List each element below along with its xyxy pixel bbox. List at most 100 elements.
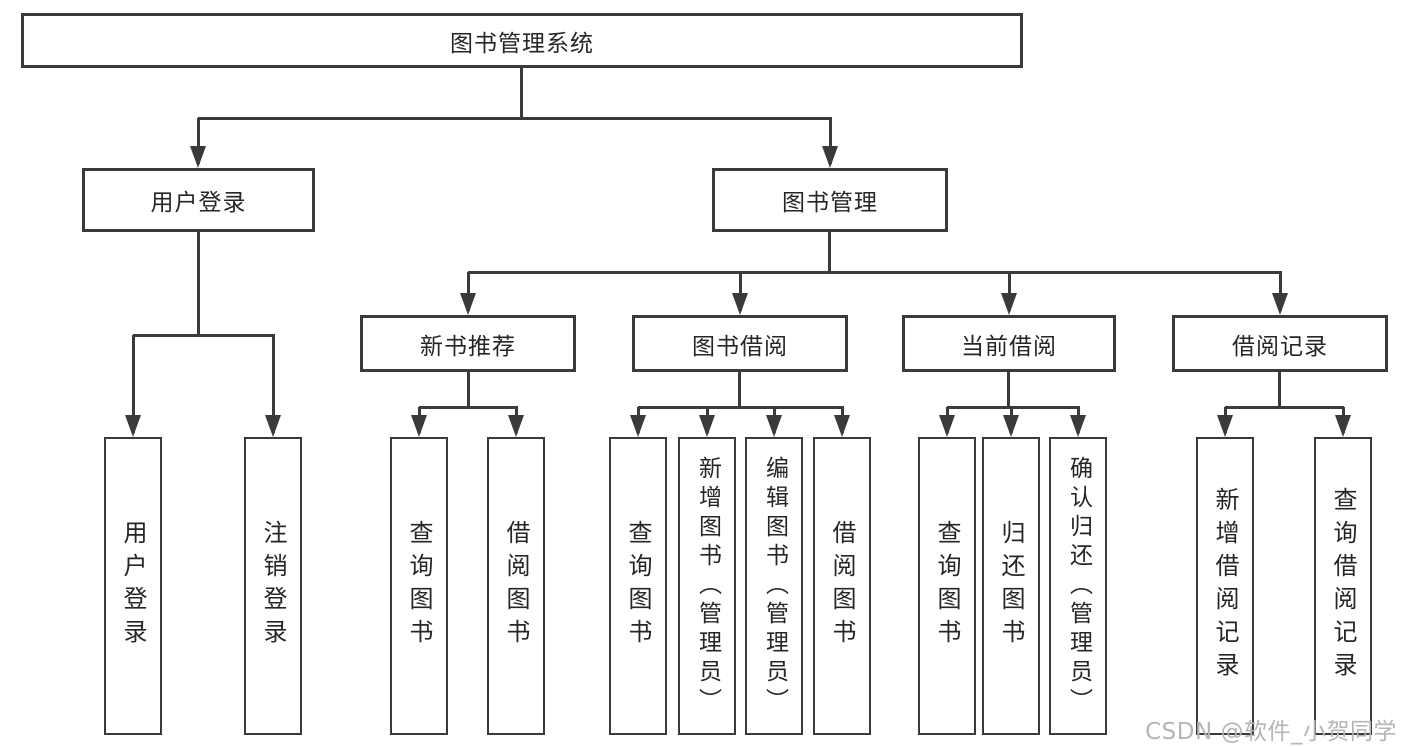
arrow-down-icon <box>630 415 646 437</box>
connector-arrow-query-books-2 <box>630 407 646 437</box>
leaf-edit-books-admin: 编辑图书（管理员） <box>745 437 803 735</box>
arrow-down-icon <box>265 415 281 437</box>
connector-arrow-borrowing-records <box>1272 272 1288 315</box>
leaf-borrow-books-borrowing: 借阅图书 <box>813 437 871 735</box>
arrow-down-icon <box>1001 293 1017 315</box>
node-label: 新书推荐 <box>420 333 516 360</box>
node-label: 用户登录 <box>119 520 147 652</box>
connector-user-login-rail <box>133 334 275 337</box>
connector-arrow-query-books-1 <box>411 407 427 437</box>
connector-book-borrowing-stub <box>738 372 741 407</box>
connector-root-rail <box>198 117 832 120</box>
watermark: CSDN @软件_小贺同学 <box>1145 719 1397 745</box>
connector-shaft <box>466 272 470 311</box>
leaf-return-books: 归还图书 <box>982 437 1040 735</box>
connector-shaft <box>1278 272 1282 311</box>
connector-arrow-new-book-recommendation <box>460 272 476 315</box>
node-label: 用户登录 <box>150 190 247 216</box>
connector-new-book-rail <box>419 406 518 409</box>
node-label: 当前借阅 <box>961 333 1057 360</box>
connector-shaft <box>828 118 832 164</box>
connector-book-borrowing-rail <box>638 406 844 409</box>
connector-arrow-edit-books <box>766 407 782 437</box>
connector-new-book-stub <box>467 372 470 407</box>
node-current-borrowing: 当前借阅 <box>902 315 1116 372</box>
node-label: 查询借阅记录 <box>1329 487 1357 685</box>
node-label: 归还图书 <box>997 520 1025 652</box>
arrow-down-icon <box>411 415 427 437</box>
connector-user-login-stub <box>197 232 200 335</box>
connector-shaft <box>131 335 135 433</box>
connector-arrow-query-borrow-record <box>1335 407 1351 437</box>
leaf-query-borrow-record: 查询借阅记录 <box>1314 437 1372 735</box>
arrow-down-icon <box>508 415 524 437</box>
arrow-down-icon <box>939 415 955 437</box>
connector-arrow-book-management <box>822 118 838 168</box>
leaf-query-books-borrowing: 查询图书 <box>609 437 667 735</box>
node-label: 编辑图书（管理员） <box>761 455 788 717</box>
connector-book-management-rail <box>468 271 1282 274</box>
connector-arrow-confirm-return <box>1070 407 1086 437</box>
arrow-down-icon <box>834 415 850 437</box>
connector-arrow-logout-leaf <box>265 335 281 437</box>
node-user-login: 用户登录 <box>82 168 315 232</box>
node-label: 借阅记录 <box>1232 333 1328 360</box>
node-library-management-system: 图书管理系统 <box>21 13 1023 68</box>
leaf-add-borrow-record: 新增借阅记录 <box>1196 437 1254 735</box>
arrow-down-icon <box>1272 293 1288 315</box>
arrow-down-icon <box>699 415 715 437</box>
node-label: 新增借阅记录 <box>1211 487 1239 685</box>
connector-arrow-current-borrowing <box>1001 272 1017 315</box>
connector-borrowing-records-stub <box>1278 372 1281 407</box>
leaf-confirm-return-admin: 确认归还（管理员） <box>1049 437 1107 735</box>
connector-shaft <box>271 335 275 433</box>
arrow-down-icon <box>732 293 748 315</box>
connector-shaft <box>196 118 200 164</box>
connector-arrow-add-books <box>699 407 715 437</box>
node-label: 图书借阅 <box>692 333 788 360</box>
node-label: 借阅图书 <box>828 520 856 652</box>
node-label: 查询图书 <box>405 520 433 652</box>
connector-arrow-user-login <box>190 118 206 168</box>
node-borrowing-records: 借阅记录 <box>1172 315 1388 372</box>
connector-arrow-borrow-books-2 <box>834 407 850 437</box>
connector-arrow-add-borrow-record <box>1217 407 1233 437</box>
node-label: 查询图书 <box>624 520 652 652</box>
node-book-borrowing: 图书借阅 <box>632 315 848 372</box>
node-label: 借阅图书 <box>502 520 530 652</box>
node-label: 注销登录 <box>259 520 287 652</box>
node-book-management: 图书管理 <box>712 168 948 232</box>
connector-arrow-return-books <box>1003 407 1019 437</box>
arrow-down-icon <box>190 146 206 168</box>
connector-arrow-borrow-books-1 <box>508 407 524 437</box>
connector-arrow-book-borrowing <box>732 272 748 315</box>
leaf-borrow-books-recommend: 借阅图书 <box>487 437 545 735</box>
leaf-query-books-current: 查询图书 <box>918 437 976 735</box>
arrow-down-icon <box>1335 415 1351 437</box>
node-label: 查询图书 <box>933 520 961 652</box>
connector-book-management-stub <box>828 232 831 272</box>
arrow-down-icon <box>1217 415 1233 437</box>
leaf-user-login: 用户登录 <box>104 437 162 735</box>
connector-current-borrowing-stub <box>1007 372 1010 407</box>
connector-current-borrowing-rail <box>947 406 1080 409</box>
arrow-down-icon <box>766 415 782 437</box>
node-label: 图书管理 <box>782 190 878 216</box>
connector-arrow-query-books-3 <box>939 407 955 437</box>
arrow-down-icon <box>460 293 476 315</box>
node-label: 确认归还（管理员） <box>1065 455 1092 717</box>
leaf-add-books-admin: 新增图书（管理员） <box>678 437 736 735</box>
connector-root-stub <box>520 68 523 118</box>
connector-shaft <box>738 272 742 311</box>
node-label: 新增图书（管理员） <box>694 455 721 717</box>
arrow-down-icon <box>1003 415 1019 437</box>
node-new-book-recommendation: 新书推荐 <box>360 315 576 372</box>
arrow-down-icon <box>822 146 838 168</box>
connector-arrow-user-login-leaf <box>125 335 141 437</box>
arrow-down-icon <box>1070 415 1086 437</box>
node-label: 图书管理系统 <box>450 30 594 57</box>
connector-shaft <box>1007 272 1011 311</box>
leaf-query-books-recommend: 查询图书 <box>390 437 448 735</box>
arrow-down-icon <box>125 415 141 437</box>
